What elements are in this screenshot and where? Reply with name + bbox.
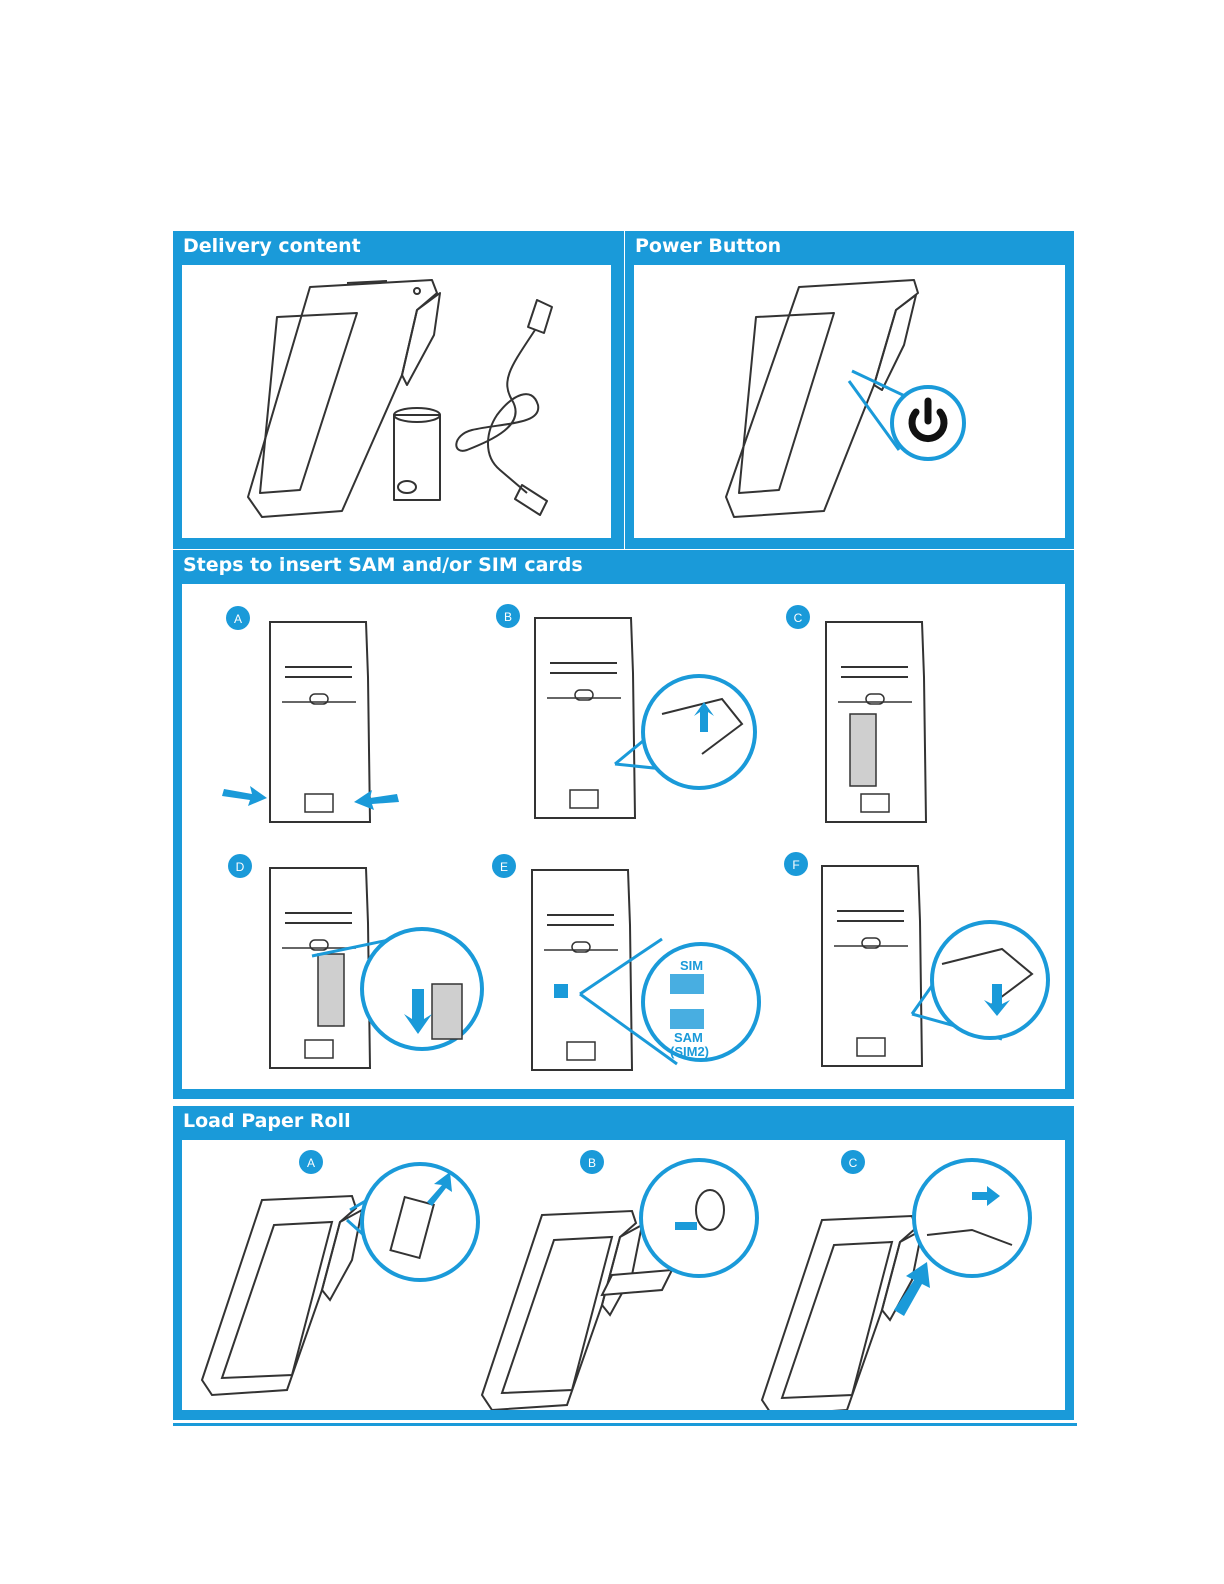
usb-cable-icon — [456, 300, 552, 515]
step-f: F — [784, 852, 1048, 1066]
bottom-rule — [173, 1423, 1077, 1426]
sam-sim-panel: Steps to insert SAM and/or SIM cards A — [173, 550, 1074, 1099]
paper-roll-panel: Load Paper Roll A — [173, 1106, 1074, 1420]
terminal-icon — [726, 280, 918, 517]
paper-roll-illustration: A B C — [182, 1140, 1065, 1410]
step-c-label: C — [794, 611, 803, 625]
paper-step-c: C — [762, 1150, 1030, 1410]
sam-label: SAM — [674, 1030, 703, 1045]
step-e: E SIM SAM (SIM2) — [492, 854, 759, 1070]
step-c: C — [786, 605, 926, 822]
step-b-label: B — [504, 610, 512, 624]
step-b: B — [496, 604, 755, 818]
paper-roll-icon — [394, 408, 440, 500]
arrow-icon — [894, 1262, 930, 1316]
step-d: D — [228, 854, 482, 1068]
power-illustration — [634, 265, 1065, 538]
paper-roll-title: Load Paper Roll — [183, 1110, 351, 1132]
power-button-panel: Power Button — [625, 231, 1074, 549]
step-a-label: A — [234, 612, 242, 626]
delivery-illustration — [182, 265, 611, 538]
sam-sim-title: Steps to insert SAM and/or SIM cards — [183, 554, 583, 576]
paper-step-b: B — [482, 1150, 757, 1410]
power-button-body — [634, 265, 1065, 538]
paper-step-b-label: B — [588, 1156, 596, 1170]
step-e-label: E — [500, 860, 508, 874]
sim2-label: (SIM2) — [670, 1044, 709, 1059]
delivery-content-panel: Delivery content — [173, 231, 624, 549]
power-button-title: Power Button — [635, 235, 781, 257]
step-a: A — [222, 606, 399, 822]
delivery-content-title: Delivery content — [183, 235, 361, 257]
sam-sim-body: A B C — [182, 584, 1065, 1089]
paper-step-a-label: A — [307, 1156, 315, 1170]
sim-label: SIM — [680, 958, 703, 973]
arrow-icon — [222, 786, 267, 806]
step-f-label: F — [792, 858, 799, 872]
paper-step-a: A — [202, 1150, 478, 1395]
paper-roll-body: A B C — [182, 1140, 1065, 1410]
paper-step-c-label: C — [849, 1156, 858, 1170]
delivery-content-body — [182, 265, 611, 538]
sam-sim-illustration: A B C — [182, 584, 1065, 1089]
step-d-label: D — [236, 860, 245, 874]
